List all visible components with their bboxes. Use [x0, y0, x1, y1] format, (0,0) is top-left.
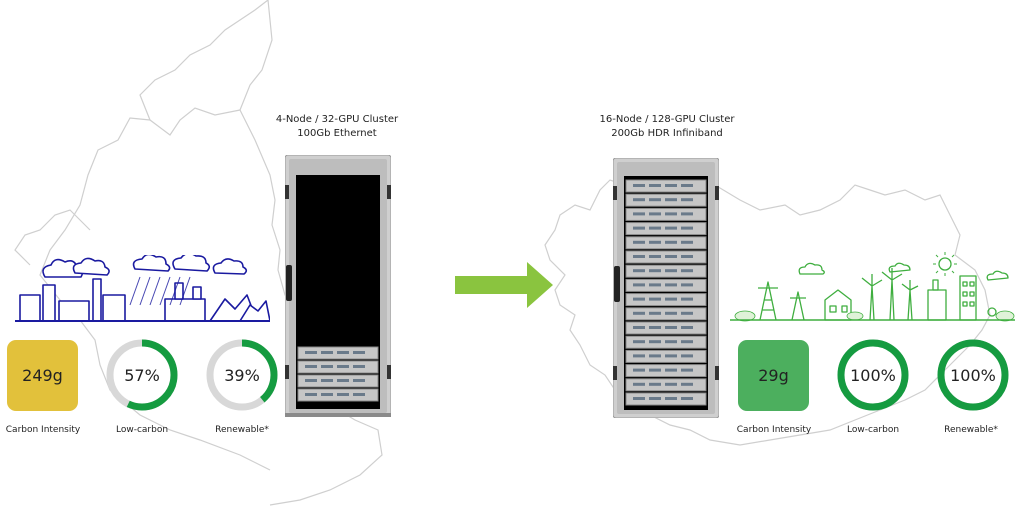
drive-bay: [649, 212, 661, 216]
drive-bay: [649, 226, 661, 230]
drive-bay: [649, 397, 661, 400]
drive-bay: [633, 240, 645, 244]
drive-bay: [681, 226, 693, 230]
right-carbon-intensity-tile: 29g: [738, 340, 809, 411]
drive-bay: [665, 212, 677, 216]
drive-bay: [665, 184, 677, 187]
left-rack-servers: [297, 346, 379, 402]
drive-bay: [665, 397, 677, 400]
drive-bay: [649, 340, 661, 344]
drive-bay: [649, 326, 661, 329]
drive-bay: [665, 297, 677, 301]
drive-bay: [649, 297, 661, 301]
drive-bay: [633, 255, 645, 258]
left-renewable-arc: [206, 339, 278, 411]
left-renewable-label: Renewable*: [215, 425, 269, 435]
right-low-carbon-ring: [837, 339, 909, 411]
drive-bay: [665, 255, 677, 258]
left-server-rack: [285, 155, 391, 417]
left-carbon-intensity-value: 249g: [22, 366, 63, 385]
right-low-carbon-value: 100%: [850, 365, 896, 385]
drive-bay: [681, 198, 693, 202]
drive-bay: [649, 198, 661, 202]
left-renewable-value: 39%: [224, 365, 260, 385]
drive-bay: [633, 198, 645, 202]
drive-bay: [633, 184, 645, 187]
drive-bay: [633, 311, 645, 315]
right-carbon-intensity-value: 29g: [758, 366, 789, 385]
left-low-carbon-label: Low-carbon: [115, 425, 169, 435]
drive-bay: [633, 283, 645, 287]
migration-arrow-icon: [455, 262, 553, 308]
drive-bay: [633, 226, 645, 230]
drive-bay: [665, 240, 677, 244]
right-cluster-title: 16-Node / 128-GPU Cluster 200Gb HDR Infi…: [567, 113, 767, 141]
right-cluster-nodes: 16-Node / 128-GPU Cluster: [599, 114, 735, 125]
drive-bay: [633, 382, 645, 386]
drive-bay: [681, 397, 693, 400]
left-carbon-intensity-label: Carbon Intensity: [5, 425, 81, 435]
drive-bay: [681, 184, 693, 187]
drive-bay: [649, 368, 661, 372]
green-energy-skyline-illustration: [730, 252, 1015, 322]
drive-bay: [665, 311, 677, 315]
drive-bay: [665, 382, 677, 386]
drive-bay: [665, 283, 677, 287]
drive-bay: [633, 212, 645, 216]
drive-bay: [665, 368, 677, 372]
drive-bay: [633, 326, 645, 329]
left-low-carbon-arc: [106, 339, 178, 411]
left-cluster-nodes: 4-Node / 32-GPU Cluster: [275, 114, 399, 125]
right-carbon-intensity-label: Carbon Intensity: [736, 425, 812, 435]
drive-bay: [665, 354, 677, 358]
drive-bay: [649, 184, 661, 187]
left-low-carbon-ring: [106, 339, 178, 411]
right-low-carbon-arc: [837, 339, 909, 411]
drive-bay: [681, 297, 693, 301]
left-cluster-title: 4-Node / 32-GPU Cluster 100Gb Ethernet: [237, 113, 437, 141]
drive-bay: [681, 255, 693, 258]
drive-bay: [665, 326, 677, 329]
drive-bay: [681, 354, 693, 358]
drive-bay: [681, 311, 693, 315]
drive-bay: [633, 340, 645, 344]
left-renewable-ring: [206, 339, 278, 411]
drive-bay: [649, 354, 661, 358]
drive-bay: [681, 382, 693, 386]
drive-bay: [633, 297, 645, 301]
drive-bay: [633, 397, 645, 400]
right-renewable-ring: [937, 339, 1009, 411]
drive-bay: [665, 340, 677, 344]
left-cluster-network: 100Gb Ethernet: [297, 128, 377, 139]
right-rack-servers: [625, 179, 707, 406]
drive-bay: [649, 255, 661, 258]
drive-bay: [633, 354, 645, 358]
drive-bay: [681, 240, 693, 244]
right-server-rack: [613, 158, 719, 418]
right-renewable-label: Renewable*: [944, 425, 998, 435]
drive-bay: [633, 368, 645, 372]
drive-bay: [665, 226, 677, 230]
left-carbon-intensity-tile: 249g: [7, 340, 78, 411]
right-renewable-value: 100%: [950, 365, 996, 385]
drive-bay: [681, 283, 693, 287]
drive-bay: [681, 269, 693, 273]
drive-bay: [633, 269, 645, 273]
drive-bay: [681, 326, 693, 329]
drive-bay: [649, 283, 661, 287]
drive-bay: [649, 382, 661, 386]
drive-bay: [681, 212, 693, 216]
right-renewable-arc: [937, 339, 1009, 411]
drive-bay: [681, 340, 693, 344]
industrial-skyline-illustration: [15, 255, 270, 322]
drive-bay: [665, 269, 677, 273]
left-low-carbon-value: 57%: [124, 365, 160, 385]
drive-bay: [649, 240, 661, 244]
right-low-carbon-label: Low-carbon: [846, 425, 900, 435]
drive-bay: [681, 368, 693, 372]
drive-bay: [665, 198, 677, 202]
right-cluster-network: 200Gb HDR Infiniband: [611, 128, 723, 139]
drive-bay: [649, 269, 661, 273]
drive-bay: [649, 311, 661, 315]
